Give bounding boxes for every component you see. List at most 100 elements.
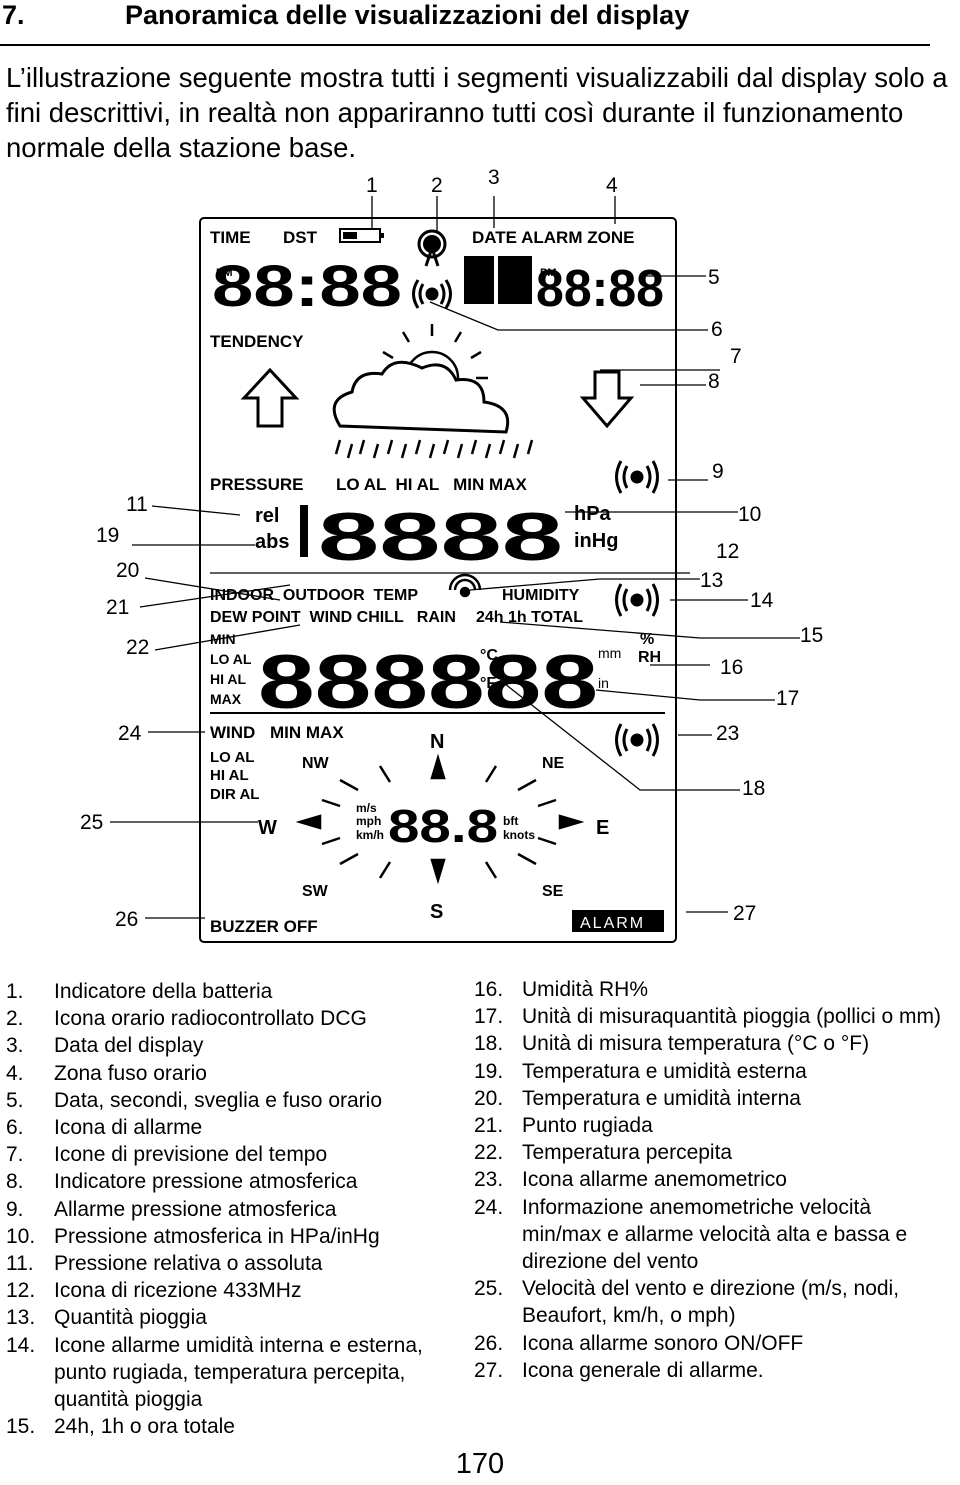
- wind-digits: 88.8: [388, 800, 498, 852]
- leader-lines: [110, 196, 800, 919]
- wind-alarm-icon: [615, 723, 659, 757]
- callout-18: 18: [742, 777, 765, 800]
- legend-item-text: Punto rugiada: [522, 1114, 653, 1138]
- abs-label: abs: [255, 531, 289, 553]
- time-label: TIME: [210, 228, 251, 247]
- pct-label: %: [640, 631, 654, 648]
- legend-item-text: Temperatura percepita: [522, 1141, 733, 1165]
- legend-item-text: Quantità pioggia: [54, 1306, 207, 1330]
- lcd-frame: [199, 217, 677, 943]
- legend-item-text: Zona fuso orario: [54, 1061, 207, 1085]
- legend-item-number: 7.: [6, 1143, 24, 1167]
- legend-item-text: Temperatura e umidità esterna: [522, 1059, 807, 1083]
- legend-item-text: Unità di misuraquantità pioggia (pollici…: [522, 1005, 942, 1029]
- wind-hi-al: HI AL: [210, 767, 249, 784]
- pressure-digits: 8888: [318, 499, 563, 575]
- legend-item-number: 3.: [6, 1034, 24, 1058]
- compass-e: E: [596, 817, 609, 839]
- legend-item: 26.Icona allarme sonoro ON/OFF: [474, 1330, 944, 1357]
- cloud-icon: [332, 360, 510, 434]
- legend-item-number: 16.: [474, 978, 504, 1001]
- legend-item-number: 25.: [474, 1277, 504, 1301]
- legend-item-number: 23.: [474, 1168, 504, 1192]
- pm-right: PM: [540, 267, 557, 279]
- temp-labels: INDOOR OUTDOOR TEMP HUMIDITY DEW POINT W…: [210, 587, 661, 707]
- wind-labels: WIND MIN MAX LO AL HI AL DIR AL N S E W …: [210, 723, 609, 923]
- indoor-outdoor-temp: INDOOR OUTDOOR TEMP: [210, 587, 418, 604]
- legend-item: 21.Punto rugiada: [474, 1112, 944, 1139]
- legend-item: 13.Quantità pioggia: [6, 1304, 456, 1331]
- page-number: 170: [455, 1448, 505, 1480]
- callout-26: 26: [115, 908, 138, 931]
- deg-f-label: °F: [480, 675, 496, 692]
- legend-item-number: 5.: [6, 1088, 24, 1112]
- callout-15: 15: [800, 624, 823, 647]
- legend-item-text: 24h, 1h o ora totale: [54, 1415, 235, 1439]
- legend-item: 3. Data del display: [6, 1032, 456, 1059]
- callout-27: 27: [733, 902, 756, 925]
- legend-item: 9.Allarme pressione atmosferica: [6, 1196, 456, 1223]
- pressure-label: PRESSURE: [210, 475, 304, 494]
- callout-22: 22: [126, 636, 149, 659]
- legend-item-text: Umidità RH%: [522, 978, 649, 1001]
- callout-21: 21: [106, 596, 129, 619]
- callout-4: 4: [606, 174, 618, 197]
- callout-12: 12: [716, 540, 739, 563]
- legend-item-number: 9.: [6, 1197, 24, 1221]
- min-label: MIN: [210, 631, 236, 647]
- callout-numbers: 1 2 3 4 5 6 7 8 9 10 11 12 13 14 15 16 1…: [80, 166, 823, 931]
- section-title: Panoramica delle visualizzazioni del dis…: [125, 0, 690, 30]
- callout-10: 10: [738, 503, 761, 526]
- callout-17: 17: [776, 687, 799, 710]
- legend-item-text: Icona allarme anemometrico: [522, 1168, 787, 1192]
- compass-s: S: [430, 901, 443, 923]
- buzzer-off-label: BUZZER OFF: [210, 917, 318, 936]
- unit-bft: bft: [503, 814, 518, 828]
- rain-icon: [334, 439, 534, 459]
- alarm-badge: [572, 910, 664, 932]
- battery-icon: [339, 228, 384, 243]
- date-alarm-zone-label: DATE ALARM ZONE: [472, 228, 634, 247]
- pressure-modes: LO AL HI AL MIN MAX: [336, 475, 527, 494]
- wind-minmax: MIN MAX: [270, 723, 344, 742]
- callout-25: 25: [80, 811, 103, 834]
- callout-14: 14: [750, 589, 774, 612]
- callout-3: 3: [488, 166, 500, 189]
- compass-w: W: [258, 817, 277, 839]
- legend-item-text: Data del display: [54, 1034, 204, 1058]
- legend-item: 14.Icone allarme umidità interna e ester…: [6, 1332, 456, 1414]
- unit-kmh: km/h: [356, 828, 384, 842]
- legend-item-text: Informazione anemometriche velocità min/…: [522, 1195, 908, 1274]
- legend-item-text: Icone di previsione del tempo: [54, 1143, 328, 1167]
- legend-item-number: 19.: [474, 1059, 504, 1083]
- legend-item: 15.24h, 1h o ora totale: [6, 1413, 456, 1440]
- legend-item: 1.Indicatore della batteria: [6, 978, 456, 1005]
- tendency-label: TENDENCY: [210, 332, 304, 351]
- callout-19: 19: [96, 524, 119, 547]
- hpa-label: hPa: [574, 503, 612, 525]
- legend-item-number: 12.: [6, 1279, 36, 1303]
- legend-item: 19. Temperatura e umidità esterna: [474, 1058, 944, 1085]
- legend-item: 24.Informazione anemometriche velocità m…: [474, 1194, 944, 1276]
- legend-item: 27.Icona generale di allarme.: [474, 1357, 944, 1384]
- legend-item: 17.Unità di misuraquantità pioggia (poll…: [474, 1003, 944, 1030]
- max-label: MAX: [210, 691, 242, 707]
- display-diagram: 1 2 3 4 5 6 7 8 9 10 11 12 13 14 15 16 1…: [80, 166, 823, 943]
- callout-6: 6: [711, 318, 723, 341]
- legend-item: 10.Pressione atmosferica in HPa/inHg: [6, 1223, 456, 1250]
- legend-item: 22.Temperatura percepita: [474, 1139, 944, 1166]
- legend-item-text: Data, secondi, sveglia e fuso orario: [54, 1088, 383, 1112]
- pressure-alarm-icon: [615, 460, 659, 494]
- title-rule: [0, 44, 930, 46]
- legend-item: 11.Pressione relativa o assoluta: [6, 1250, 456, 1277]
- rain-period: 24h 1h TOTAL: [476, 609, 583, 626]
- legend-item-text: Unità di misura temperatura (°C o °F): [522, 1032, 870, 1056]
- inhg-label: inHg: [574, 530, 618, 552]
- legend-item: 16. Umidità RH%: [474, 976, 944, 1003]
- legend-item-number: 6.: [6, 1116, 24, 1140]
- legend-item-number: 10.: [6, 1224, 36, 1248]
- alarm-wave-icon: [412, 279, 452, 309]
- mm-label: mm: [598, 645, 621, 661]
- legend-right: 16. Umidità RH%17.Unità di misuraquantità…: [474, 976, 944, 1384]
